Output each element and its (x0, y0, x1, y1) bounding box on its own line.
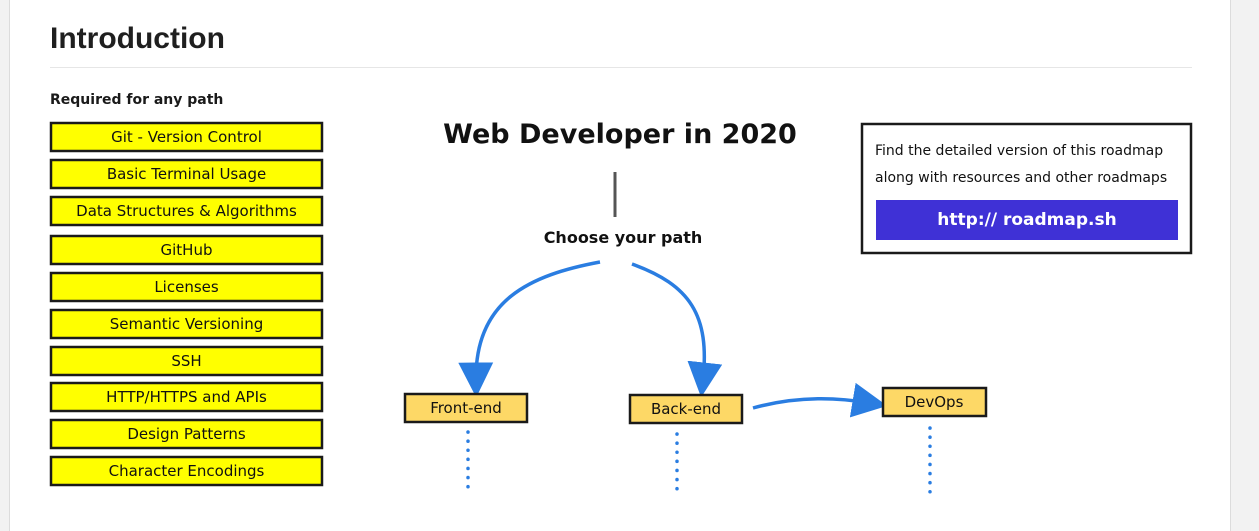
required-item-label: HTTP/HTTPS and APIs (106, 388, 267, 406)
required-item-label: Data Structures & Algorithms (76, 202, 297, 220)
path-backend[interactable]: Back-end (628, 393, 744, 425)
arrow-to-backend (631, 262, 723, 398)
content-card: Introduction Required for any path Git -… (9, 0, 1231, 531)
path-frontend[interactable]: Front-end (403, 392, 529, 424)
required-item-label: Basic Terminal Usage (107, 165, 266, 183)
required-item-box (49, 308, 324, 340)
roadmap-link-button[interactable]: http:// roadmap.sh (876, 200, 1178, 240)
required-item-label: GitHub (161, 241, 213, 259)
required-item[interactable]: Git - Version Control (49, 121, 324, 153)
path-devops[interactable]: DevOps (881, 386, 988, 418)
required-item-box (49, 158, 324, 190)
required-item-box (49, 381, 324, 413)
info-line-1: Find the detailed version of this roadma… (875, 143, 1163, 159)
path-devops-label: DevOps (905, 393, 964, 411)
choose-path-label: Choose your path (544, 228, 703, 247)
page-title: Introduction (50, 22, 225, 55)
roadmap-diagram: Required for any path Git - Version Cont… (49, 92, 1193, 499)
required-item-box (49, 455, 324, 487)
required-item-label: SSH (171, 352, 201, 370)
required-item-box (49, 195, 324, 227)
required-item-box (49, 418, 324, 450)
arrow-to-devops (752, 382, 888, 418)
required-item-label: Character Encodings (109, 462, 265, 480)
required-item-box (49, 234, 324, 266)
required-item[interactable]: GitHub (49, 234, 324, 266)
info-line-2: along with resources and other roadmaps (875, 170, 1167, 186)
required-item[interactable]: SSH (49, 345, 324, 377)
required-item[interactable]: Semantic Versioning (49, 308, 324, 340)
required-item-box (49, 271, 324, 303)
required-item[interactable]: Basic Terminal Usage (49, 158, 324, 190)
required-item-box (49, 121, 324, 153)
diagram-title: Web Developer in 2020 (443, 119, 797, 150)
required-item[interactable]: Design Patterns (49, 418, 324, 450)
required-item-label: Design Patterns (127, 425, 246, 443)
title-divider (50, 67, 1192, 68)
required-item-label: Semantic Versioning (110, 315, 263, 333)
required-item[interactable]: HTTP/HTTPS and APIs (49, 381, 324, 413)
roadmap-link-label: http:// roadmap.sh (937, 210, 1116, 230)
required-item-label: Git - Version Control (111, 128, 262, 146)
path-backend-label: Back-end (651, 400, 721, 418)
required-item[interactable]: Data Structures & Algorithms (49, 195, 324, 227)
path-frontend-label: Front-end (430, 399, 502, 417)
required-item-label: Licenses (154, 278, 219, 296)
required-item[interactable]: Character Encodings (49, 455, 324, 487)
required-label: Required for any path (50, 92, 223, 108)
required-item-box (49, 345, 324, 377)
required-item[interactable]: Licenses (49, 271, 324, 303)
info-box: Find the detailed version of this roadma… (860, 122, 1193, 255)
arrow-to-frontend (458, 260, 601, 398)
